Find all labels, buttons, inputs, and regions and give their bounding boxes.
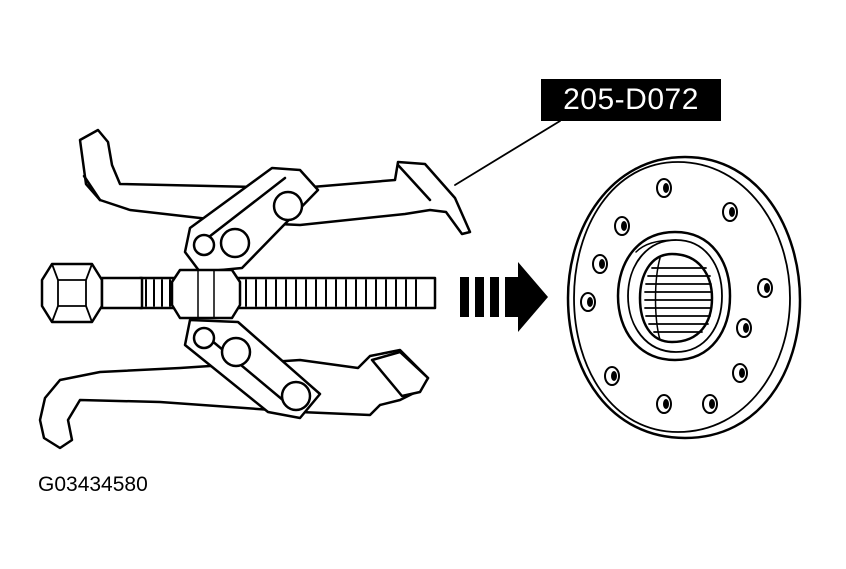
callout-leader-line (454, 120, 561, 186)
puller-upper-jaw-inner (82, 163, 432, 202)
puller-lower-jaw-hook (370, 350, 430, 398)
puller-lower-pivot-outer (280, 380, 312, 412)
tool-number-label: 205-D072 (541, 79, 721, 121)
puller-hex-head (40, 262, 104, 324)
puller-lower-pivot-mid (220, 336, 252, 368)
direction-arrow (460, 262, 548, 332)
puller-screw-threads (145, 279, 417, 307)
puller-upper-pivot-outer (272, 190, 304, 222)
figure-id-label: G03434580 (38, 473, 148, 496)
puller-upper-jaw (78, 128, 472, 236)
flange-drawing (566, 155, 802, 440)
puller-tool-drawing (38, 120, 561, 450)
puller-center-hub (170, 268, 242, 320)
puller-upper-pivot-mid (219, 227, 251, 259)
flange-splines (644, 257, 713, 341)
flange-face (573, 161, 791, 433)
